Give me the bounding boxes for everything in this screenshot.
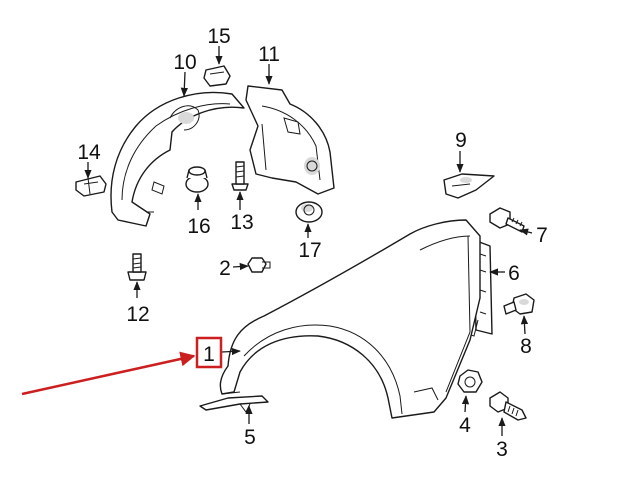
callout-12[interactable]: 12 (126, 303, 149, 326)
callout-1[interactable]: 1 (203, 343, 215, 366)
red-highlight-box (195, 336, 223, 369)
callout-2[interactable]: 2 (219, 257, 231, 280)
screw-part-13[interactable] (231, 161, 249, 191)
callout-17[interactable]: 17 (298, 239, 321, 262)
bolt-part-3[interactable] (489, 391, 527, 421)
callout-14[interactable]: 14 (77, 141, 101, 164)
callout-16[interactable]: 16 (187, 215, 210, 238)
rear-liner-part[interactable] (245, 85, 335, 195)
bolt-part-7[interactable] (489, 207, 525, 233)
callout-8[interactable]: 8 (520, 335, 532, 358)
push-nut-part-16[interactable] (185, 166, 209, 193)
bolt-part-12[interactable] (127, 253, 147, 281)
nut-part-17[interactable] (295, 201, 323, 223)
nut-part-4[interactable] (457, 369, 483, 393)
highlight-annotation (21, 336, 223, 396)
clip-part-15[interactable] (203, 65, 231, 87)
callout-5[interactable]: 5 (244, 426, 256, 449)
callout-4[interactable]: 4 (459, 414, 471, 437)
callout-7[interactable]: 7 (536, 224, 548, 247)
callout-11[interactable]: 11 (258, 43, 280, 66)
callout-15[interactable]: 15 (207, 25, 230, 48)
front-fender-part[interactable] (219, 219, 481, 419)
clip-part-14[interactable] (75, 175, 107, 197)
callout-10[interactable]: 10 (173, 51, 196, 74)
callout-3[interactable]: 3 (496, 438, 508, 461)
bracket-part-9[interactable] (443, 173, 495, 199)
callout-labels: 1 2 3 4 5 6 7 8 9 10 11 12 13 14 15 16 1… (77, 25, 548, 461)
callout-13[interactable]: 13 (230, 211, 253, 234)
leader-lines (84, 46, 533, 436)
bolt-part-2[interactable] (247, 257, 271, 273)
callout-9[interactable]: 9 (455, 129, 467, 152)
callout-6[interactable]: 6 (508, 262, 520, 285)
red-pointer-arrow (21, 351, 196, 396)
seal-strip-part-5[interactable] (199, 395, 269, 413)
wheel-liner-part[interactable] (110, 91, 245, 227)
bolt-part-8[interactable] (503, 293, 535, 315)
